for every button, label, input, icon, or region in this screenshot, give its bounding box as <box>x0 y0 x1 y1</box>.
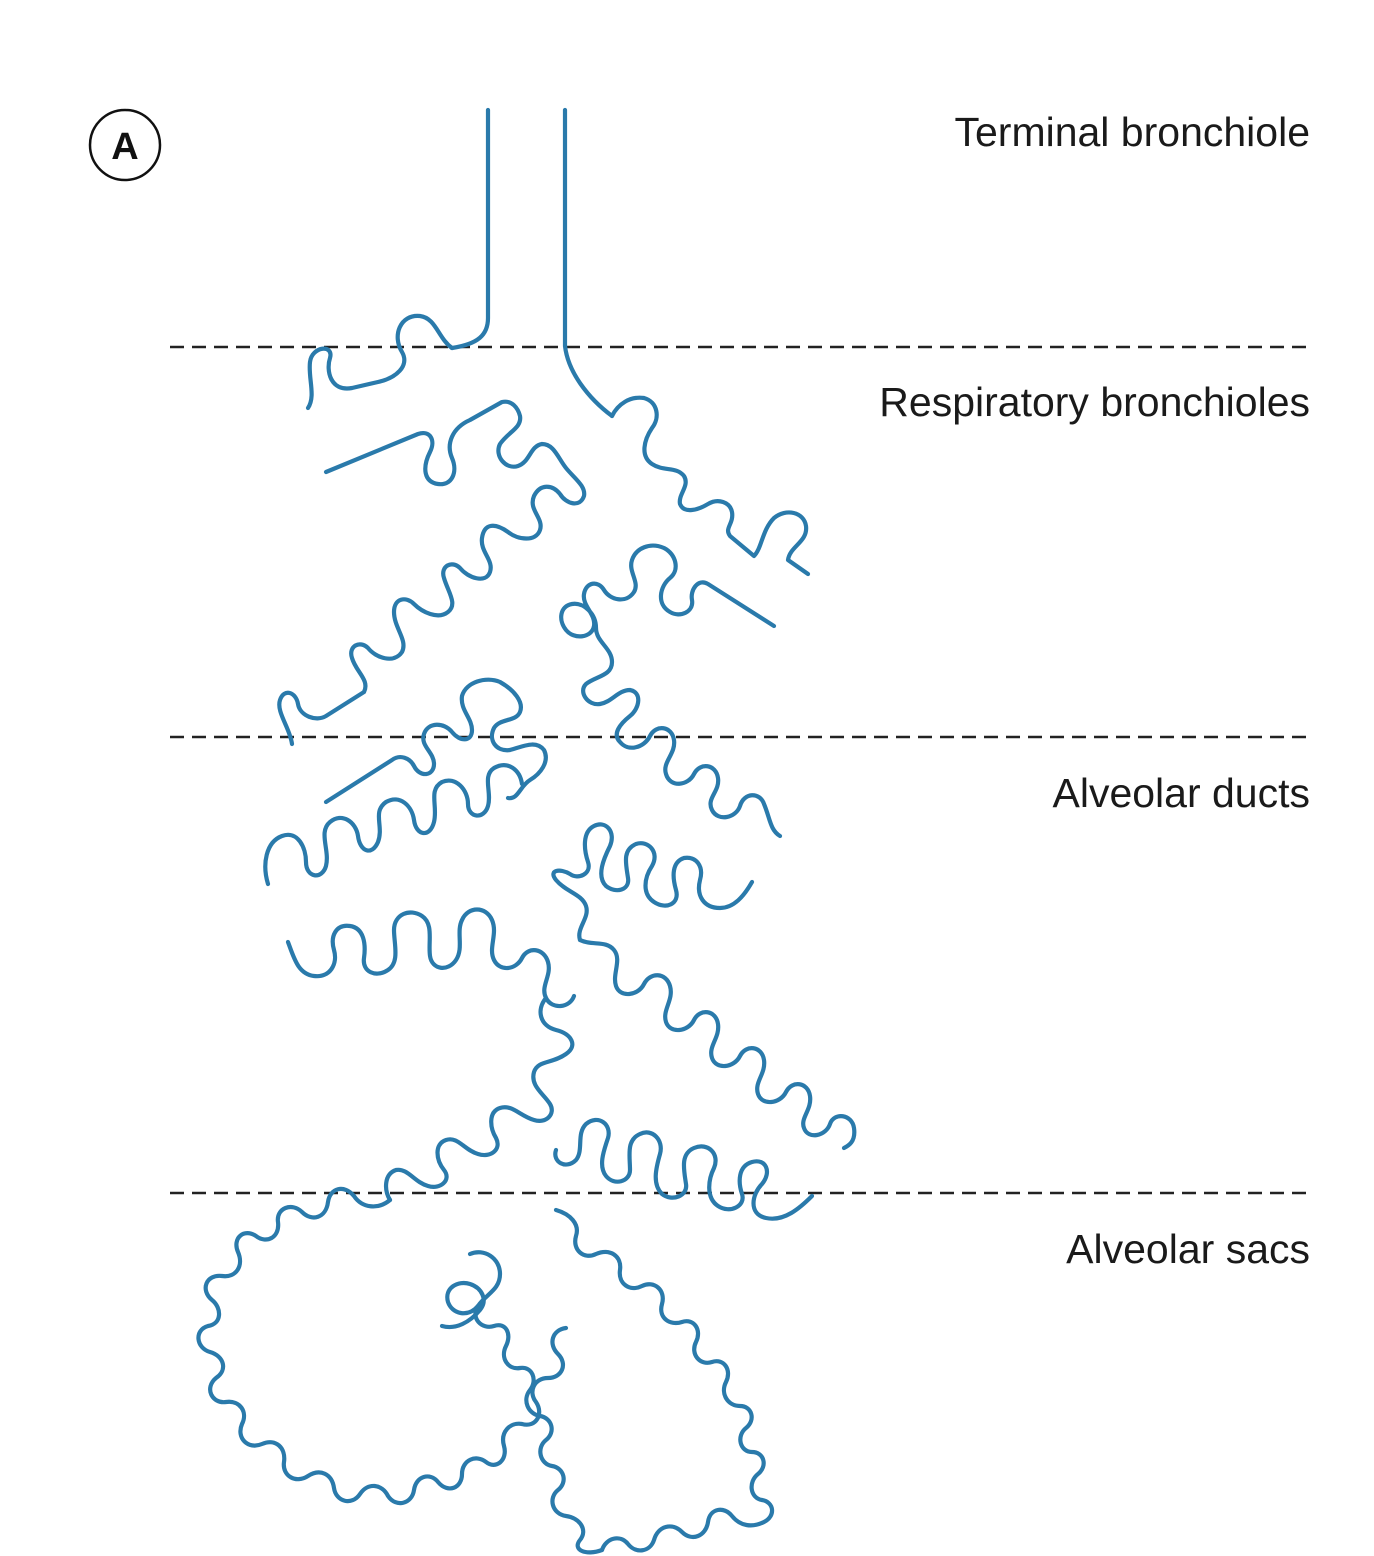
resp-wall-left-lower <box>277 399 587 747</box>
panel-badge: A <box>88 108 162 182</box>
resp-wall-middle-tuft <box>323 677 548 805</box>
terminal-bronchiole <box>449 107 615 419</box>
sac-right <box>553 1207 775 1553</box>
alveolar-sacs <box>196 1186 775 1555</box>
resp-wall-right-upper <box>609 395 811 577</box>
zone-label-respiratory-bronchioles: Respiratory bronchioles <box>879 379 1310 425</box>
resp-wall-left-upper <box>305 313 455 411</box>
panel-letter: A <box>111 126 138 168</box>
alveolar-ducts <box>263 763 857 1221</box>
zone-label-terminal-bronchiole: Terminal bronchiole <box>954 109 1310 155</box>
zone-label-alveolar-sacs: Alveolar sacs <box>1066 1226 1310 1272</box>
respiratory-bronchioles <box>277 313 811 839</box>
duct-center-column <box>383 995 575 1203</box>
panel-badge-circle <box>88 108 162 182</box>
bronchiole-wall-left <box>449 107 491 351</box>
duct-middle-left <box>285 907 577 1009</box>
duct-upper-left <box>263 763 525 887</box>
sac-left <box>196 1186 569 1506</box>
resp-wall-right-lower <box>559 543 783 839</box>
bronchiole-wall-right <box>562 107 615 419</box>
duct-upper-right <box>551 822 755 943</box>
duct-long-right <box>577 937 857 1151</box>
zone-label-alveolar-ducts: Alveolar ducts <box>1052 770 1310 816</box>
duct-lower-right <box>553 1117 815 1221</box>
sac-curl-tip <box>439 1280 486 1330</box>
